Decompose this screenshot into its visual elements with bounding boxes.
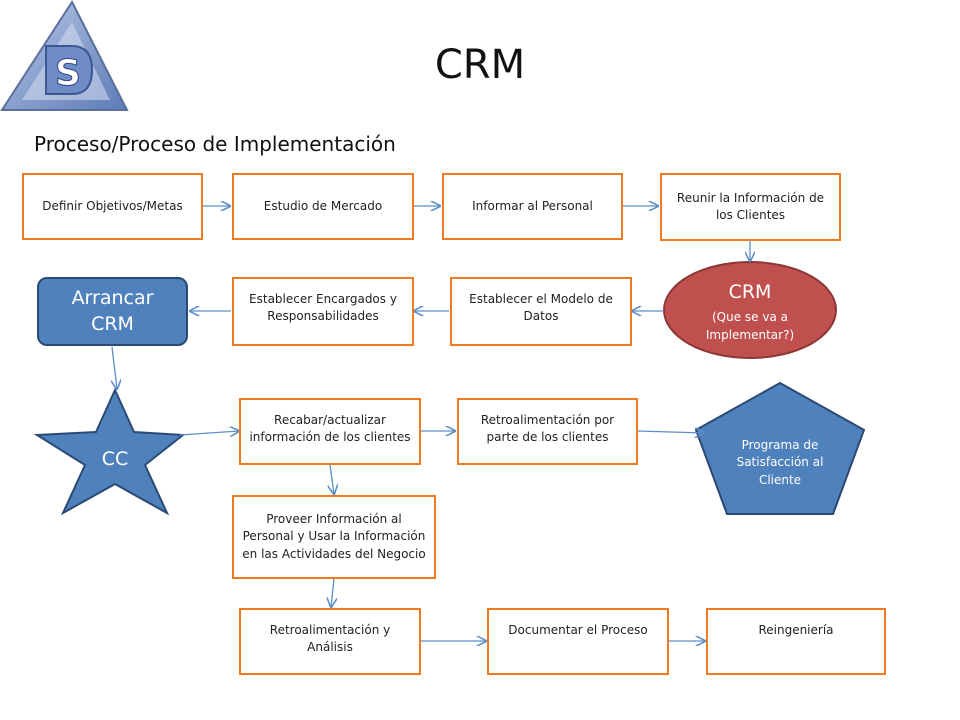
step-recabar-informacion: Recabar/actualizar información de los cl… <box>239 398 421 465</box>
page-title: CRM <box>434 42 526 88</box>
step-reingenieria: Reingeniería <box>706 608 886 675</box>
start-arrancar-crm: Arrancar CRM <box>37 277 188 346</box>
logo-icon: S <box>0 0 129 111</box>
programa-pentagon <box>694 381 866 515</box>
step-retro-clientes: Retroalimentación por parte de los clien… <box>457 398 638 465</box>
step-modelo-datos: Establecer el Modelo de Datos <box>450 277 632 346</box>
step-retro-analisis: Retroalimentación y Análisis <box>239 608 421 675</box>
step-documentar-proceso: Documentar el Proceso <box>487 608 669 675</box>
cc-star <box>33 387 186 516</box>
step-definir-objetivos: Definir Objetivos/Metas <box>22 173 203 240</box>
cc-star-label: CC <box>101 448 129 470</box>
page-subtitle: Proceso/Proceso de Implementación <box>34 132 396 156</box>
arrow-cc-recabar <box>179 431 239 435</box>
arrow-arrancar-cc <box>112 346 117 389</box>
arrow-retro-programa <box>637 431 704 433</box>
step-proveer-informacion: Proveer Información al Personal y Usar l… <box>232 495 436 579</box>
crm-ellipse-subtitle: (Que se va a Implementar?) <box>705 310 795 342</box>
step-reunir-informacion: Reunir la Información de los Clientes <box>660 173 841 241</box>
step-informar-personal: Informar al Personal <box>442 173 623 240</box>
logo-letter: S <box>55 53 81 94</box>
arrow-recabar-proveer <box>330 464 334 494</box>
programa-pentagon-label: Programa de Satisfacción al Cliente <box>736 438 824 487</box>
crm-ellipse-title: CRM <box>728 281 772 303</box>
step-encargados: Establecer Encargados y Responsabilidade… <box>232 277 414 346</box>
arrow-proveer-retroanalisis <box>331 578 334 607</box>
step-estudio-mercado: Estudio de Mercado <box>232 173 414 240</box>
